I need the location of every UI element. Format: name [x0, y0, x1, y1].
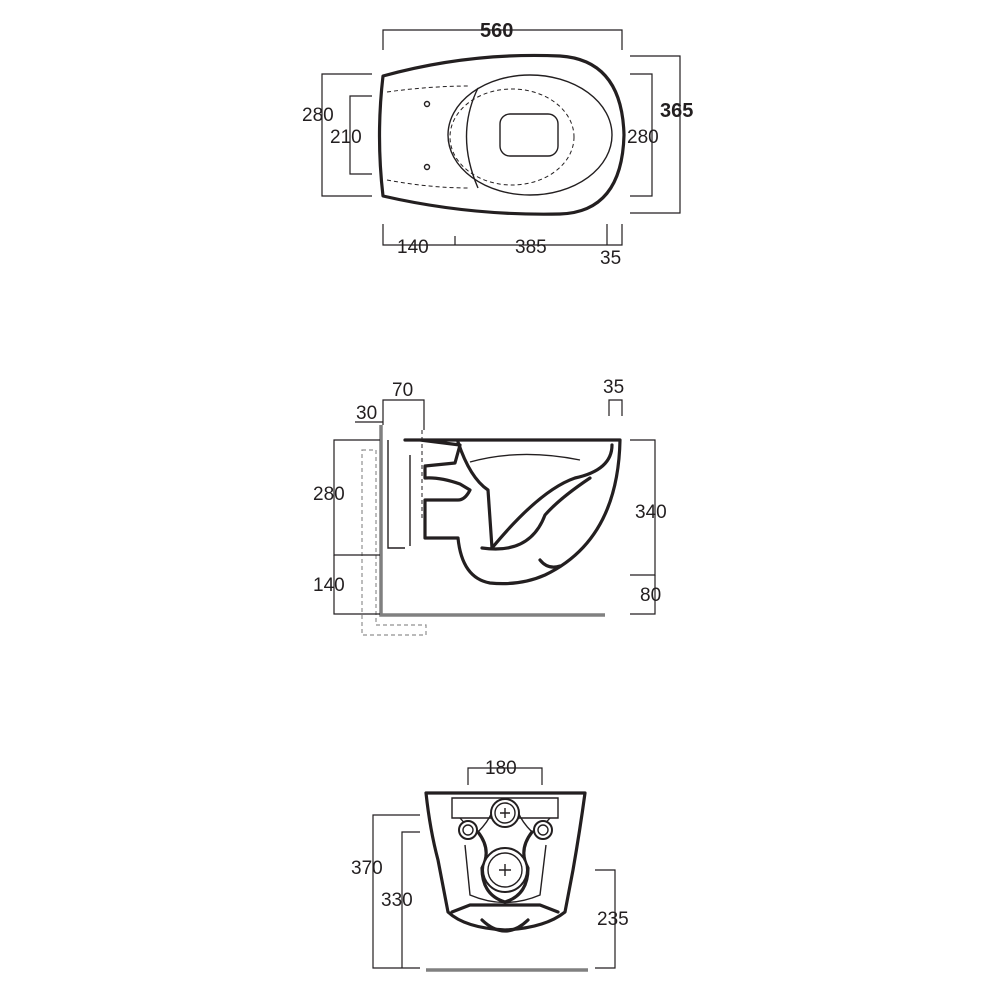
- top-view-drain: [499, 113, 559, 157]
- wall-line: [379, 425, 605, 617]
- dim-label-340: 340: [635, 502, 667, 523]
- dim-label-30: 30: [356, 403, 377, 424]
- side-view-trap: [480, 476, 592, 551]
- dim-line-560: [382, 29, 623, 50]
- rear-view-upper-hole-cross: [500, 808, 510, 818]
- dim-line-280-side: [333, 439, 380, 556]
- dim-label-35-side: 35: [603, 377, 624, 398]
- dim-label-365: 365: [660, 100, 693, 122]
- rear-view-base-lip: [450, 903, 560, 933]
- rear-view-left-hole: [458, 820, 478, 840]
- dim-label-280-side: 280: [313, 484, 345, 505]
- dim-label-80: 80: [640, 585, 661, 606]
- dim-line-bottom: [382, 224, 623, 246]
- dim-line-80: [630, 575, 656, 615]
- side-view: 70 30 35 280 140 340 80: [313, 377, 667, 636]
- top-view-bowl-inner: [449, 88, 575, 186]
- dim-label-235: 235: [597, 909, 629, 930]
- dim-line-180: [467, 767, 543, 785]
- rear-view-top-band: [451, 797, 559, 819]
- rear-view-outlet-inner: [487, 852, 523, 888]
- side-view-bowl-inner: [456, 440, 614, 550]
- rear-view-right-hole-inner: [537, 824, 549, 836]
- dim-line-280-left: [321, 73, 372, 197]
- wall-inner-line: [387, 440, 405, 549]
- rear-view: 180 370 330 235: [351, 758, 629, 972]
- dim-line-35-side: [608, 399, 623, 416]
- side-view-base: [538, 558, 562, 569]
- dim-label-280-left: 280: [302, 105, 334, 126]
- top-view-inner-curve: [465, 87, 479, 189]
- dim-label-180: 180: [485, 758, 517, 779]
- rear-view-left-hole-inner: [462, 824, 474, 836]
- dim-line-330: [401, 831, 420, 968]
- dim-label-140-side: 140: [313, 575, 345, 596]
- dim-label-280-right: 280: [627, 127, 659, 148]
- wall-frame-dashed: [361, 449, 427, 636]
- top-view-dashed-outline: [386, 85, 471, 189]
- rear-view-outlet-cross: [499, 864, 511, 876]
- dim-label-330: 330: [381, 890, 413, 911]
- dim-label-140: 140: [397, 237, 429, 258]
- dim-line-235: [595, 869, 616, 969]
- top-view-seat-ring: [447, 74, 613, 196]
- top-view-outline: [377, 53, 626, 216]
- dim-line-340: [630, 439, 656, 576]
- dim-label-370: 370: [351, 858, 383, 879]
- dim-label-210: 210: [330, 127, 362, 148]
- top-view-fixing-hole: [423, 100, 431, 108]
- dim-line-210: [349, 95, 372, 175]
- dim-label-385: 385: [515, 237, 547, 258]
- dim-line-70: [382, 399, 425, 430]
- dim-label-560: 560: [480, 20, 513, 42]
- side-view-bowl-outline: [403, 438, 622, 586]
- rear-view-upper-hole-inner: [494, 802, 516, 824]
- top-view: 560 280 210 280 365 140 385 35: [302, 20, 693, 269]
- side-view-flush-line: [469, 453, 581, 463]
- rear-view-right-hole: [533, 820, 553, 840]
- dim-line-365: [630, 55, 681, 214]
- dim-label-70: 70: [392, 380, 413, 401]
- dim-label-35-top: 35: [600, 248, 621, 269]
- top-view-fixing-hole: [423, 163, 431, 171]
- dim-line-140-side: [333, 555, 380, 615]
- dim-line-370: [372, 814, 420, 969]
- dim-line-280-right: [630, 73, 653, 197]
